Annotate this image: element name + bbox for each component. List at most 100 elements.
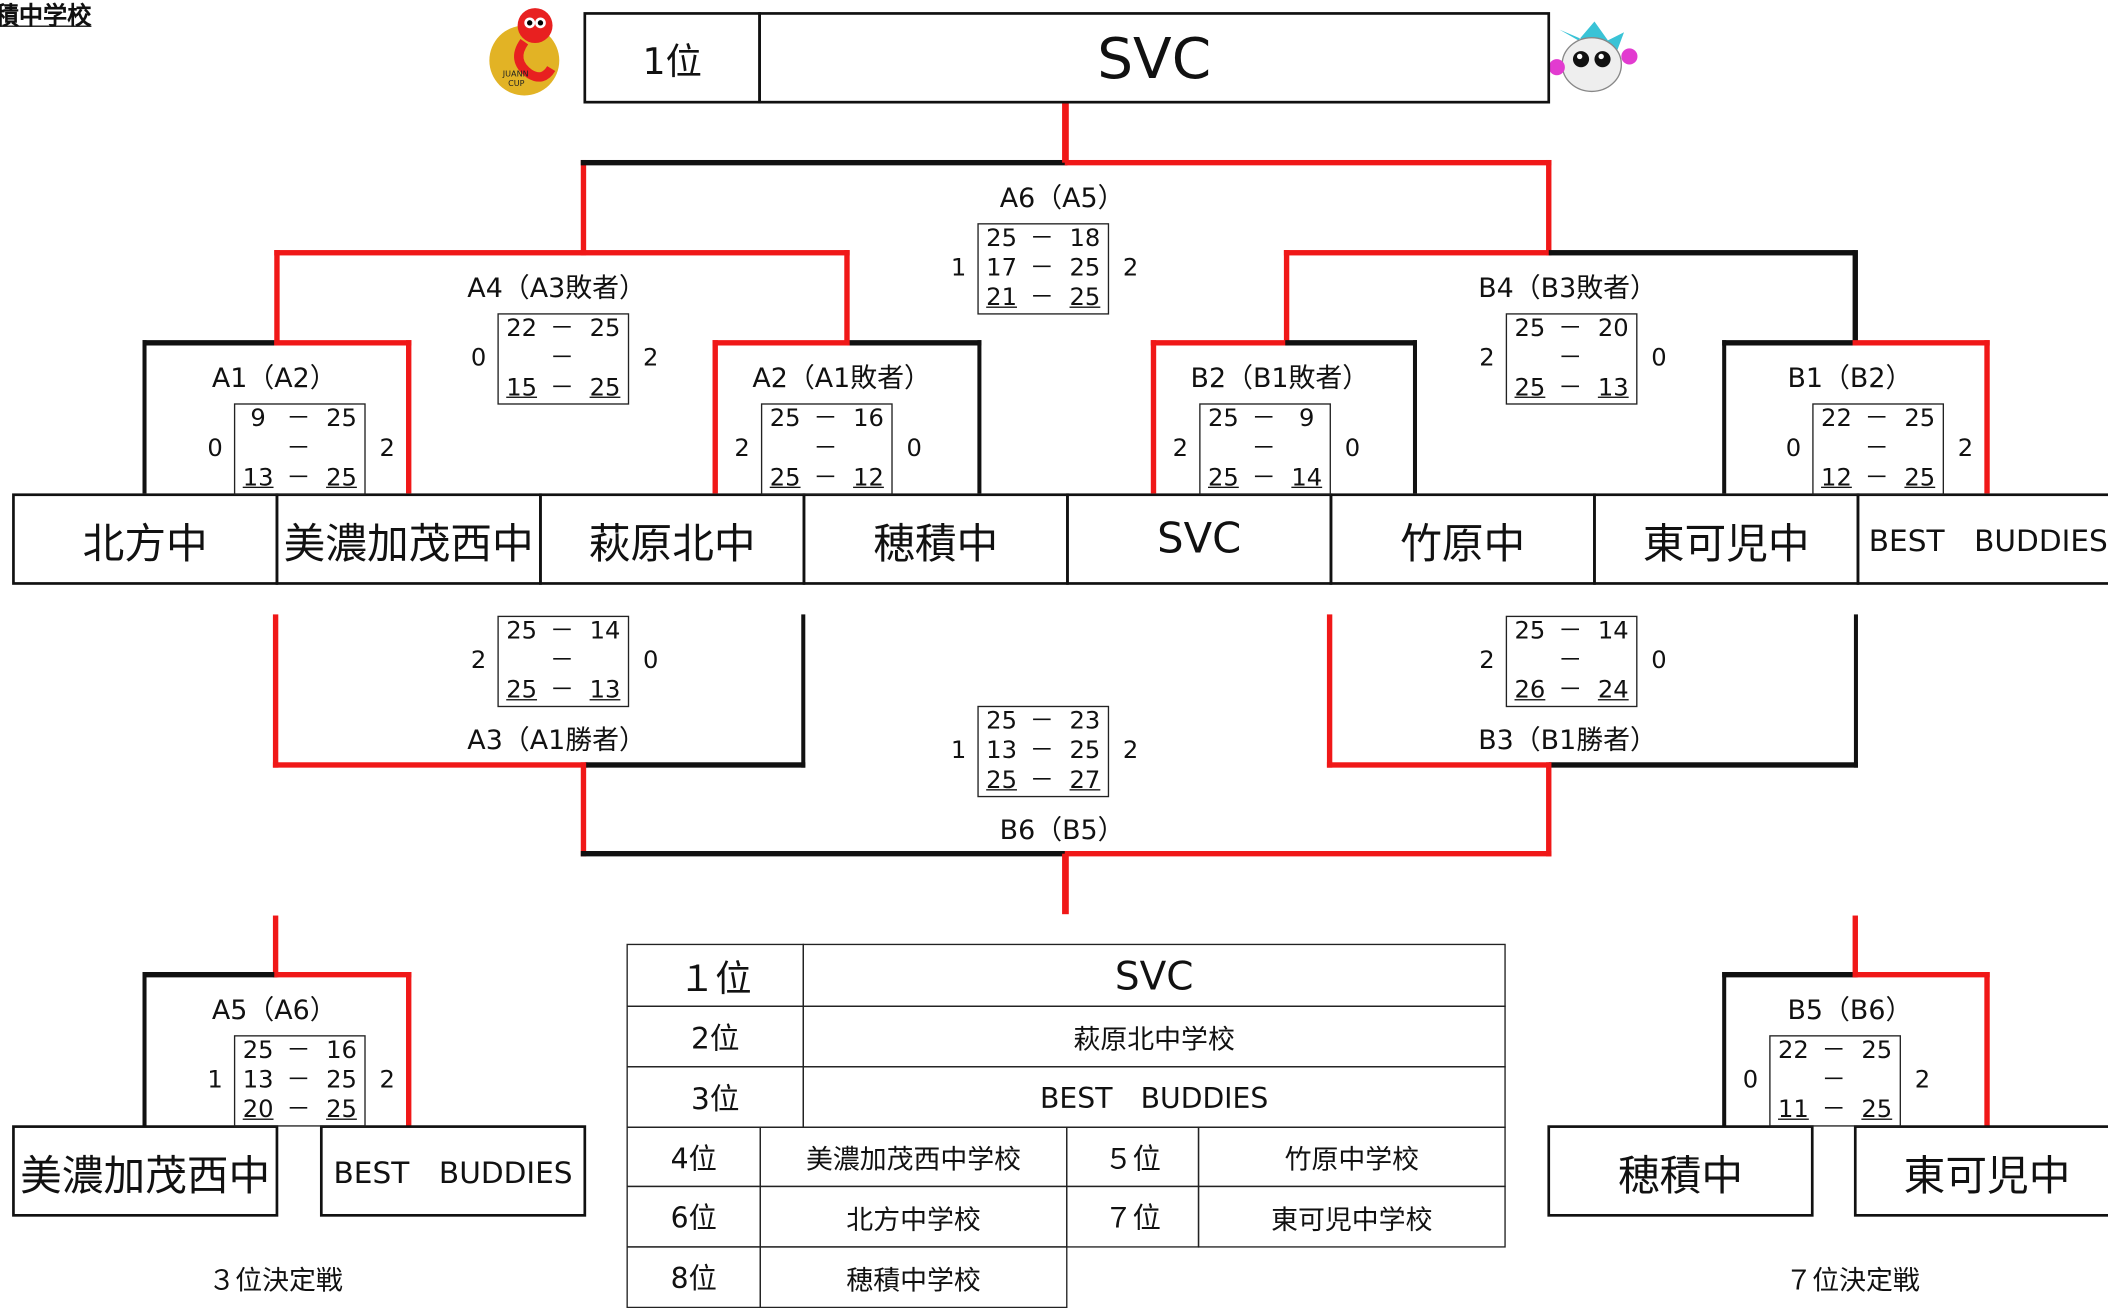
sets-won-right: 0	[642, 646, 659, 675]
third-place-team: 美濃加茂西中	[12, 1125, 279, 1217]
standing-rank: 6位	[626, 1185, 761, 1248]
team-box: SVC	[1066, 493, 1333, 585]
standing-team: 美濃加茂西中学校	[759, 1126, 1068, 1188]
set-score-right: 25	[1069, 736, 1101, 765]
set-dash: －	[1251, 404, 1276, 433]
set-dash: －	[1864, 463, 1889, 493]
set-dash: －	[1029, 766, 1055, 795]
set-dash: －	[1029, 224, 1055, 253]
sets-won-right: 2	[379, 434, 395, 463]
set-score-left: 25	[1514, 373, 1546, 402]
sets-won-right: 0	[1344, 434, 1361, 463]
set-score-left: 25	[1514, 617, 1546, 646]
seventh-place-caption: ７位決定戦	[1785, 1263, 1920, 1297]
match-label: B3（B1勝者）	[1478, 723, 1657, 756]
set-score-left: 26	[1514, 676, 1546, 705]
standing-rank: 2位	[626, 1005, 804, 1068]
set-score-right: 13	[1597, 373, 1629, 402]
set-dash: －	[1558, 344, 1583, 373]
set-dash: －	[549, 373, 575, 402]
set-score-right: 13	[589, 676, 621, 705]
third-place-team: BEST BUDDIES	[319, 1125, 587, 1217]
sets-won-left: 0	[1785, 434, 1802, 463]
set-score-right: 14	[589, 617, 621, 646]
set-dash: －	[1558, 617, 1583, 646]
standing-team: 萩原北中学校	[802, 1005, 1506, 1068]
set-score-left: 25	[506, 676, 538, 705]
set-dash: －	[549, 314, 575, 343]
standing-rank: 8位	[626, 1246, 761, 1308]
set-dash: －	[1029, 254, 1055, 283]
set-score-right: 24	[1597, 676, 1629, 705]
sets-won-right: 0	[1651, 344, 1667, 373]
set-dash: －	[1251, 463, 1276, 493]
set-score-right: 25	[326, 404, 357, 433]
sets-won-left: 2	[1172, 434, 1189, 463]
set-score-left: 9	[250, 404, 266, 433]
set-score-left: 13	[986, 736, 1017, 765]
score-box: 22－25－11－25	[1769, 1035, 1901, 1127]
set-score-left: 25	[986, 224, 1017, 253]
sets-won-left: 2	[1479, 646, 1495, 675]
set-dash: －	[1821, 1036, 1846, 1065]
team-box: 竹原中	[1329, 493, 1596, 585]
set-score-left: 12	[1821, 463, 1852, 493]
set-dash: －	[1558, 314, 1583, 343]
score-box: 22－25－15－25	[497, 313, 630, 405]
set-score-right: 14	[1291, 463, 1323, 493]
set-score-left: 17	[986, 254, 1017, 283]
match-label: A1（A2）	[211, 361, 337, 394]
set-score-left: 25	[242, 1036, 274, 1065]
set-dash: －	[286, 434, 311, 463]
sets-won-left: 2	[734, 434, 750, 463]
set-score-left: 20	[242, 1095, 274, 1124]
svg-text:JUANN: JUANN	[502, 70, 529, 79]
set-score-left: 25	[1208, 404, 1239, 433]
set-dash: －	[813, 434, 838, 463]
set-score-left: 22	[1778, 1036, 1809, 1065]
set-dash: －	[1864, 434, 1889, 463]
set-score-left: 15	[506, 373, 538, 402]
third-place-caption: ３位決定戦	[208, 1263, 343, 1297]
set-dash: －	[1821, 1066, 1846, 1095]
score-box: 25－16－25－12	[760, 403, 893, 495]
team-box: 穂積中	[802, 493, 1069, 585]
set-dash: －	[813, 404, 838, 433]
set-dash: －	[286, 1036, 311, 1065]
set-dash: －	[1558, 676, 1583, 705]
set-score-left: 25	[769, 404, 801, 433]
set-score-right: 20	[1597, 314, 1629, 343]
set-score-right: 16	[853, 404, 884, 433]
set-dash: －	[286, 1095, 311, 1124]
set-score-right: 14	[1597, 617, 1629, 646]
sets-won-right: 0	[906, 434, 922, 463]
sets-won-right: 2	[1122, 736, 1139, 765]
set-score-right: 25	[326, 1095, 357, 1124]
standing-rank: ５位	[1066, 1126, 1200, 1188]
team-box: 美濃加茂西中	[275, 493, 542, 585]
match-label: A5（A6）	[211, 993, 337, 1026]
set-score-left: 21	[986, 283, 1017, 312]
set-score-right: 18	[1069, 224, 1101, 253]
match-label: A6（A5）	[999, 181, 1125, 214]
set-score-left: 25	[1514, 314, 1546, 343]
standing-rank: ７位	[1066, 1185, 1200, 1248]
set-score-right: 27	[1069, 766, 1101, 795]
sets-won-left: 1	[207, 1066, 223, 1095]
set-score-right: 9	[1299, 404, 1315, 433]
set-score-left: 25	[1208, 463, 1239, 493]
set-dash: －	[813, 463, 838, 493]
set-score-right: 12	[853, 463, 884, 493]
set-score-right: 25	[589, 373, 621, 402]
match-label: A3（A1勝者）	[467, 723, 646, 756]
set-dash: －	[549, 676, 575, 705]
match-label: A4（A3敗者）	[467, 271, 646, 304]
match-label: B6（B5）	[999, 813, 1125, 846]
sets-won-right: 2	[379, 1066, 395, 1095]
champion-rank: 1位	[583, 12, 761, 104]
sets-won-left: 1	[950, 736, 967, 765]
set-dash: －	[1029, 736, 1055, 765]
set-score-left: 25	[986, 766, 1017, 795]
match-label: B5（B6）	[1787, 993, 1913, 1026]
